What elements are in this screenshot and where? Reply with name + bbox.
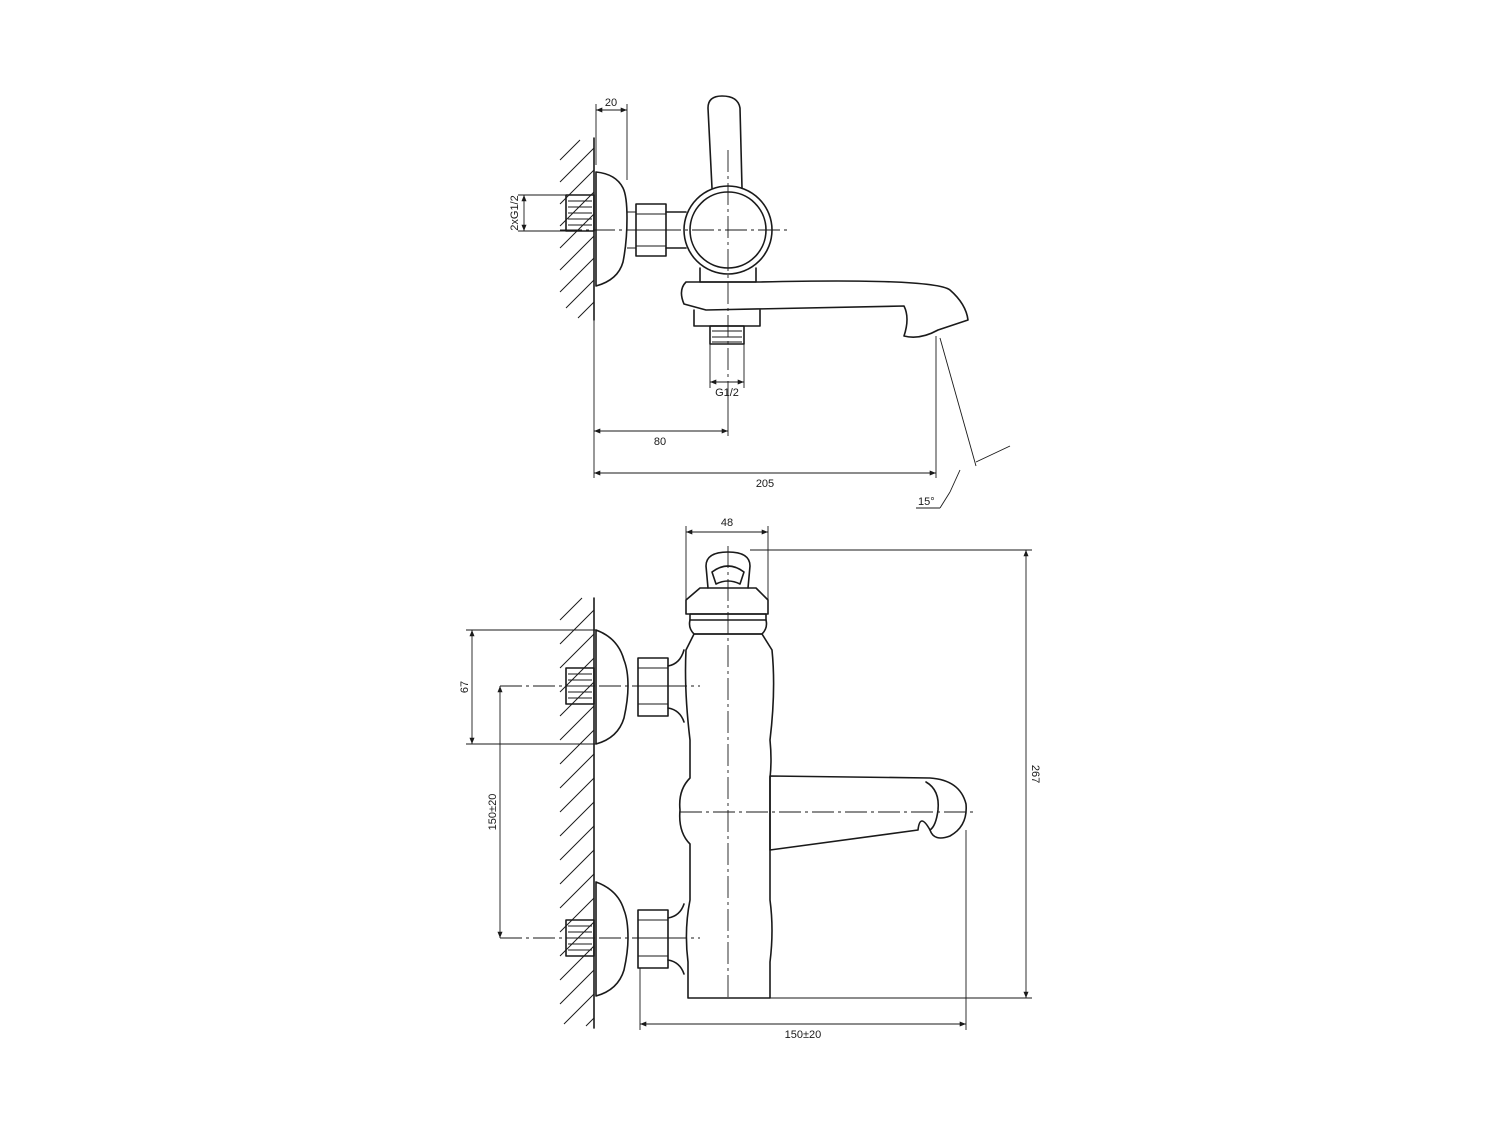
wall-hatch-top [559,137,595,321]
flange-top [595,171,628,287]
dim-label-inlet-spacing: 150±20 [487,794,499,831]
handle-cap-front [685,551,769,635]
spout-front [769,775,967,851]
top-view: 20 2xG1/2 G1/2 80 205 [509,95,1011,509]
dim-flange-height: 67 [459,629,596,745]
lower-inlet-front [565,881,685,997]
upper-inlet-front [565,629,685,745]
dim-total-height: 267 [750,549,1041,999]
wall-hatch-front [559,597,595,1029]
dim-label-handle-width: 48 [721,517,733,529]
dim-label-total-length: 205 [756,478,774,490]
dim-flange: 20 [595,97,628,180]
dim-label-spout-angle: 15° [918,496,935,508]
spout-top [680,280,969,338]
dim-spout-angle: 15° [916,337,1011,509]
dim-total-length: 205 [594,336,937,490]
dim-handle-width: 48 [685,517,769,600]
dim-label-outlet-thread: G1/2 [715,387,739,399]
dim-inlet-thread: 2xG1/2 [509,194,566,232]
inlet-thread-top [565,194,595,232]
dim-label-axis-offset: 80 [654,436,666,448]
dim-label-flange: 20 [605,97,617,109]
dim-label-total-height: 267 [1029,765,1041,783]
outlet-thread-top [693,309,761,345]
dim-label-flange-height: 67 [459,681,471,693]
front-view: 48 67 150±20 267 150±20 [459,517,1041,1041]
mixer-body-front [678,633,775,999]
dim-label-projection: 150±20 [785,1029,822,1041]
dim-projection: 150±20 [639,830,967,1041]
mixer-body-top [665,95,773,283]
dim-axis-offset: 80 [593,320,729,478]
dim-outlet-thread: G1/2 [709,344,745,399]
dim-label-inlet-thread: 2xG1/2 [509,195,521,230]
dim-inlet-spacing: 150±20 [487,686,503,938]
